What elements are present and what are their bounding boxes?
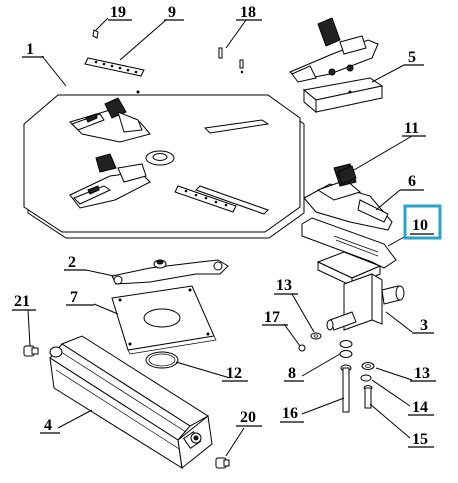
main-plate: [23, 70, 305, 239]
callout-4: 4: [44, 417, 52, 434]
callout-13b: 13: [414, 365, 430, 382]
callout-12: 12: [226, 365, 242, 382]
washer-stack-8: [339, 340, 353, 358]
pin-17: [298, 344, 306, 352]
callout-6: 6: [408, 173, 416, 190]
callout-19: 19: [110, 4, 126, 21]
callout-2: 2: [68, 254, 76, 271]
plate-clamp-lower: [69, 153, 151, 209]
plate-strip-lower: [174, 185, 237, 213]
bracket-3: [316, 251, 405, 331]
screw-19: [92, 29, 99, 39]
plate-7: [111, 285, 217, 355]
ring-12: [145, 351, 179, 369]
link-arm-2: [111, 259, 229, 285]
callout-1: 1: [26, 41, 34, 58]
knob-11: [337, 165, 357, 185]
callout-11: 11: [404, 120, 419, 137]
callout-15: 15: [412, 431, 428, 448]
callout-10: 10: [412, 217, 428, 234]
callout-14: 14: [412, 399, 428, 416]
callout-20: 20: [240, 409, 256, 426]
callout-3: 3: [420, 317, 428, 334]
block-5: [302, 77, 384, 114]
bolt-15: [363, 385, 373, 409]
hole-strip: [84, 57, 145, 77]
callout-17: 17: [264, 309, 280, 326]
fitting-20: [215, 457, 230, 469]
clamp-top-right: [289, 17, 379, 83]
callout-13a: 13: [276, 277, 292, 294]
callout-21: 21: [14, 293, 30, 310]
plate-clamp-upper: [69, 97, 151, 143]
washer-13b: [361, 362, 375, 370]
bolt-16: [340, 364, 352, 413]
washer-13a: [310, 332, 322, 340]
cylinder-4: [49, 335, 213, 469]
callout-labels: 1 19 9 18 5 11 6 10 2 7 3 13 17 12 8 13: [12, 4, 442, 448]
callout-16: 16: [282, 405, 298, 422]
fitting-21: [23, 345, 39, 357]
callout-9: 9: [168, 4, 176, 21]
washer-14: [360, 374, 372, 382]
callout-8: 8: [288, 365, 296, 382]
callout-7: 7: [70, 289, 78, 306]
callout-5: 5: [408, 49, 416, 66]
callout-10-highlight-box: [403, 204, 442, 240]
bracket-10: [301, 217, 397, 269]
screw-18: [218, 47, 244, 69]
leader-lines: [27, 17, 413, 457]
callout-18: 18: [240, 4, 256, 21]
